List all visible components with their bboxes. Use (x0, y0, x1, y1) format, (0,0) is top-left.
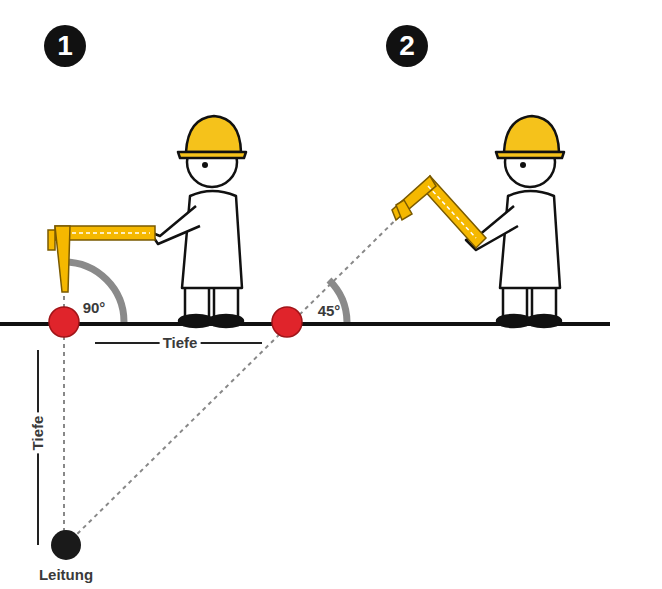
angle-label: 45° (315, 302, 344, 319)
step-number: 2 (386, 25, 428, 67)
pipe-label: Leitung (36, 566, 96, 583)
step-number-text: 2 (399, 32, 415, 60)
marker-dot (272, 307, 302, 337)
dimension-label: Tiefe (29, 413, 46, 454)
measuring-tool (48, 226, 155, 292)
pipe-dot (51, 530, 81, 560)
step-number: 1 (44, 25, 86, 67)
marker-dot (49, 307, 79, 337)
worker-figure (466, 116, 564, 327)
step-number-text: 1 (57, 32, 73, 60)
dimension-label: Tiefe (160, 334, 201, 351)
worker-figure (150, 116, 246, 327)
angle-label: 90° (80, 299, 109, 316)
measuring-tool (392, 176, 486, 248)
